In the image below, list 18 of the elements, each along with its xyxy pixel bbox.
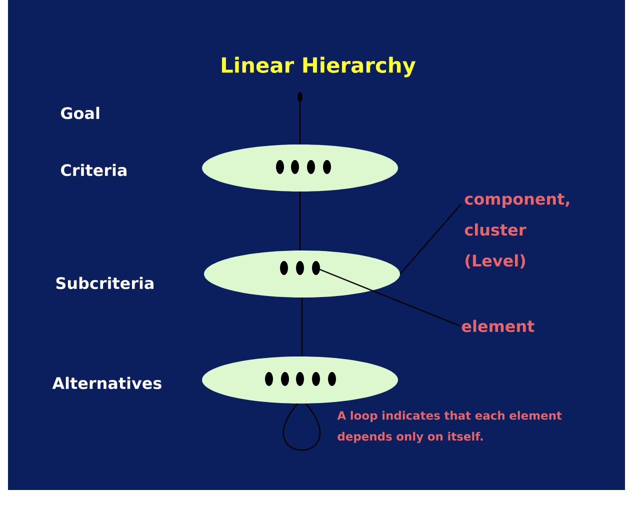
goal-dot (298, 92, 302, 102)
level-label: Criteria (61, 164, 126, 176)
connector-line (301, 298, 303, 356)
connector-line (299, 192, 301, 250)
level-label: Alternatives (52, 376, 162, 390)
note-text: A loop indicates that each element depends only on itself. (337, 410, 562, 444)
title: Linear Hierarchy (222, 56, 416, 78)
level-ellipse (204, 250, 400, 298)
level-ellipse (202, 356, 398, 404)
level-label: Goal (61, 106, 100, 120)
callout-text: component, cluster (Level) (464, 193, 570, 268)
connector-line (299, 102, 301, 144)
level-ellipse (202, 144, 398, 192)
element-dot (312, 260, 320, 275)
leader-line (400, 204, 462, 274)
level-label: Subcriteria (56, 276, 154, 290)
callout-text: element (462, 320, 534, 332)
self-loop (283, 403, 320, 451)
